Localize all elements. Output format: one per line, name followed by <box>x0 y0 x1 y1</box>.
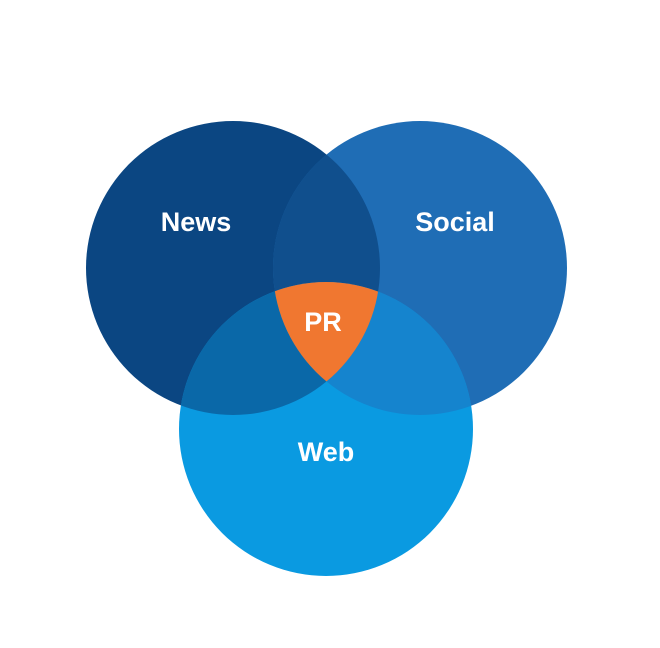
social-label: Social <box>415 207 495 237</box>
news-web-overlap <box>179 282 380 415</box>
news-label: News <box>161 207 232 237</box>
web-label: Web <box>298 437 355 467</box>
social-web-overlap <box>273 282 473 415</box>
pr-label: PR <box>304 307 342 337</box>
